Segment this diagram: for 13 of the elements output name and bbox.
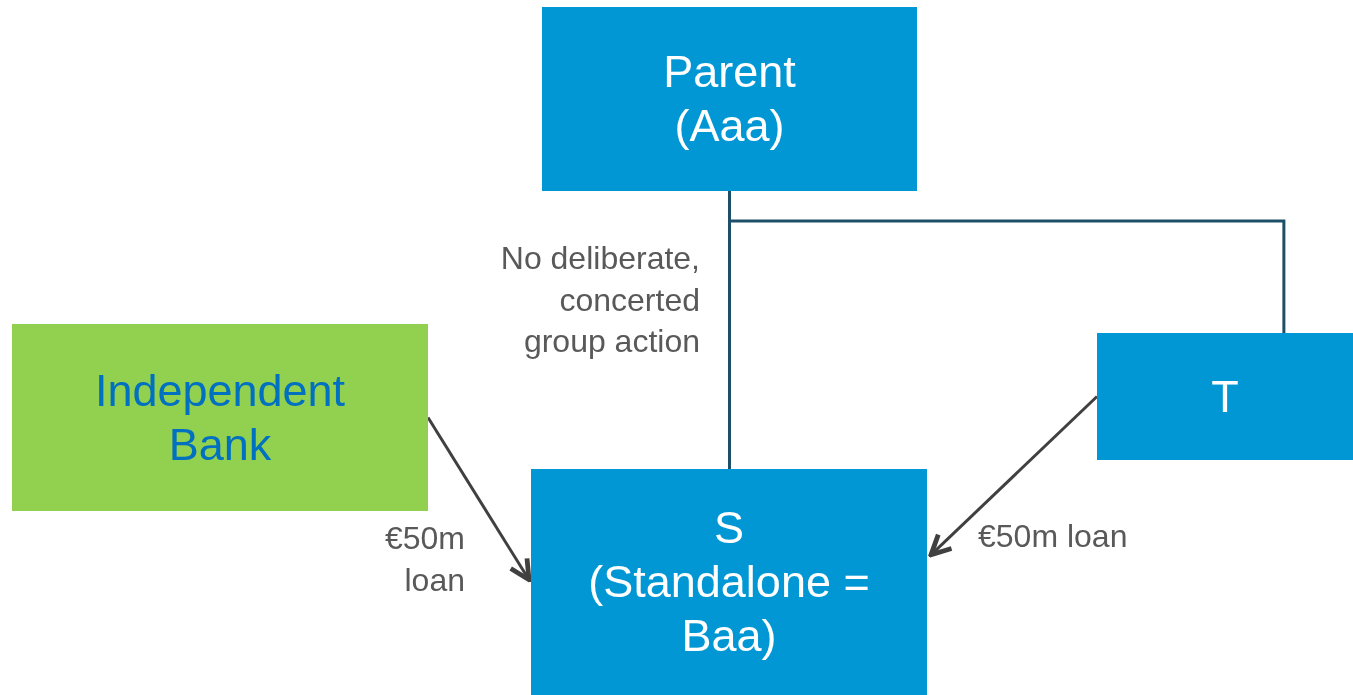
sister-box: [1097, 333, 1353, 460]
parent-box: [542, 7, 917, 191]
bank-box: [12, 324, 428, 511]
node-label: Independent Bank: [93, 363, 347, 472]
node-label: Parent (Aaa): [662, 45, 797, 153]
edge-label: €50m loan: [383, 519, 465, 600]
subsidiary-box: [531, 469, 927, 695]
node-label: T: [1210, 369, 1240, 424]
edge-label: €50m loan: [978, 517, 1129, 556]
edge-label: No deliberate, concerted group action: [499, 239, 700, 362]
node-label: S: [713, 501, 745, 555]
arrow: [928, 395, 1099, 558]
node-label: (Standalone = Baa): [587, 555, 871, 663]
